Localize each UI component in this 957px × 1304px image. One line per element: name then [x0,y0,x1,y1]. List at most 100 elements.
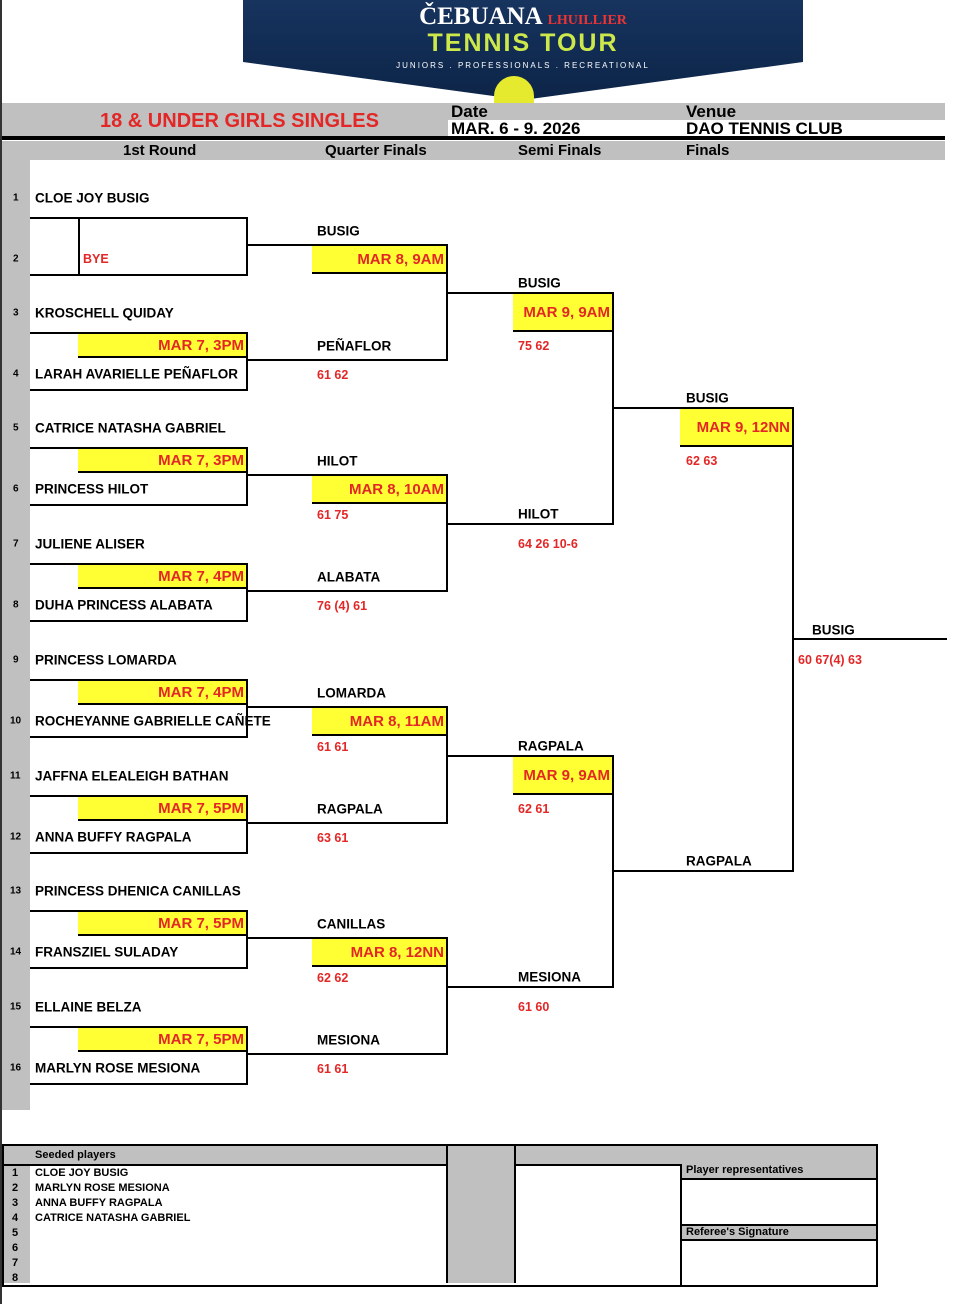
seed-number: 7 [12,1257,19,1269]
match-score: 62 61 [518,802,550,816]
row-number-strip [0,160,30,1110]
match-score: 61 75 [317,508,349,522]
player-name: PRINCESS LOMARDA [35,652,177,668]
player-number: 1 [13,192,19,204]
match-score: 61 61 [317,740,349,754]
bracket-line [30,504,248,506]
match-time: MAR 7, 5PM [78,1028,248,1052]
match-time: MAR 8, 11AM [312,708,448,736]
seed-number: 3 [12,1197,19,1209]
player-number: 4 [13,368,19,380]
match-time: MAR 7, 4PM [78,565,248,589]
player-name: ROCHEYANNE GABRIELLE CAÑETE [35,713,271,729]
match-score: 62 62 [317,971,349,985]
match-time: MAR 7, 4PM [78,681,248,705]
player-number: 2 [13,253,19,265]
player-name: JAFFNA ELEALEIGH BATHAN [35,768,229,784]
qf-player: BUSIG [317,223,360,239]
bracket-line [446,292,614,294]
sf-player: MESIONA [518,969,582,985]
tennis-ball-icon [494,76,534,106]
bracket-line [246,563,248,622]
header-divider [0,136,945,140]
bracket-line [792,638,947,640]
player-name: PRINCESS DHENICA CANILLAS [35,883,241,899]
sf-player: BUSIG [518,275,561,291]
match-score: 61 62 [317,368,349,382]
champion-name: BUSIG [812,622,855,638]
player-number: 16 [10,1062,22,1074]
bracket-line [612,407,794,409]
round-header-band [0,141,945,160]
match-score: 75 62 [518,339,550,353]
round-label-sf: Semi Finals [518,142,602,159]
bye-label: BYE [83,252,109,266]
player-name: ELLAINE BELZA [35,999,142,1015]
match-time: MAR 8, 9AM [312,246,448,274]
player-number: 13 [10,885,22,897]
venue-label: Venue [686,102,737,121]
player-number: 6 [13,483,19,495]
seeded-player: CLOE JOY BUSIG [35,1167,129,1179]
bracket-line [30,795,248,797]
match-score: 61 61 [317,1062,349,1076]
bracket-line [246,590,448,592]
round-label-qf: Quarter Finals [325,142,427,159]
bracket-line [246,332,248,391]
seed-number: 1 [12,1167,19,1179]
bracket-line [446,474,448,592]
referee-signature-label: Referee's Signature [682,1224,876,1241]
player-number: 10 [10,715,22,727]
seeded-player: MARLYN ROSE MESIONA [35,1182,170,1194]
bracket-line [30,274,248,276]
match-score: 61 60 [518,1000,550,1014]
seeded-player: CATRICE NATASHA GABRIEL [35,1212,191,1224]
final-player: BUSIG [686,390,729,406]
champion-score: 60 67(4) 63 [798,653,862,667]
player-number: 9 [13,654,19,666]
player-name: LARAH AVARIELLE PEÑAFLOR [35,366,238,382]
match-time: MAR 7, 5PM [78,912,248,936]
player-number: 5 [13,422,19,434]
match-score: 76 (4) 61 [317,599,368,613]
player-number: 7 [13,538,19,550]
bracket-line [246,706,448,708]
bracket-line [30,389,248,391]
seed-number-strip [4,1166,30,1283]
qf-player: LOMARDA [317,685,386,701]
bracket-line [246,910,248,969]
logo-brand-suffix: LHUILLIER [547,13,627,28]
qf-player: ALABATA [317,569,381,585]
bracket-line [30,563,248,565]
bracket-line [30,332,248,334]
player-number: 14 [10,946,22,958]
date-label: Date [451,102,488,121]
seeded-table [2,1144,878,1287]
bracket-line [30,910,248,912]
bracket-line [246,447,248,506]
bracket-line [612,870,794,872]
player-name: KROSCHELL QUIDAY [35,305,174,321]
logo-tagline: JUNIORS . PROFESSIONALS . RECREATIONAL [396,61,650,70]
bracket-line [446,523,614,525]
seed-number: 5 [12,1227,19,1239]
bracket-line [246,359,448,361]
match-score: 62 63 [686,454,718,468]
player-number: 8 [13,599,19,611]
bracket-line [30,736,248,738]
bracket-line [446,937,448,1055]
bracket-line [30,620,248,622]
player-number: 12 [10,831,22,843]
qf-player: MESIONA [317,1032,381,1048]
bracket-line [30,852,248,854]
player-name: MARLYN ROSE MESIONA [35,1060,201,1076]
bracket-line [246,1053,448,1055]
match-time: MAR 7, 3PM [78,449,248,473]
bracket-line [30,447,248,449]
qf-player: HILOT [317,453,358,469]
player-name: PRINCESS HILOT [35,481,149,497]
bracket-line [78,218,80,276]
bracket-line [30,217,248,219]
match-time: MAR 9, 12NN [680,409,794,447]
qf-player: PEÑAFLOR [317,338,392,354]
